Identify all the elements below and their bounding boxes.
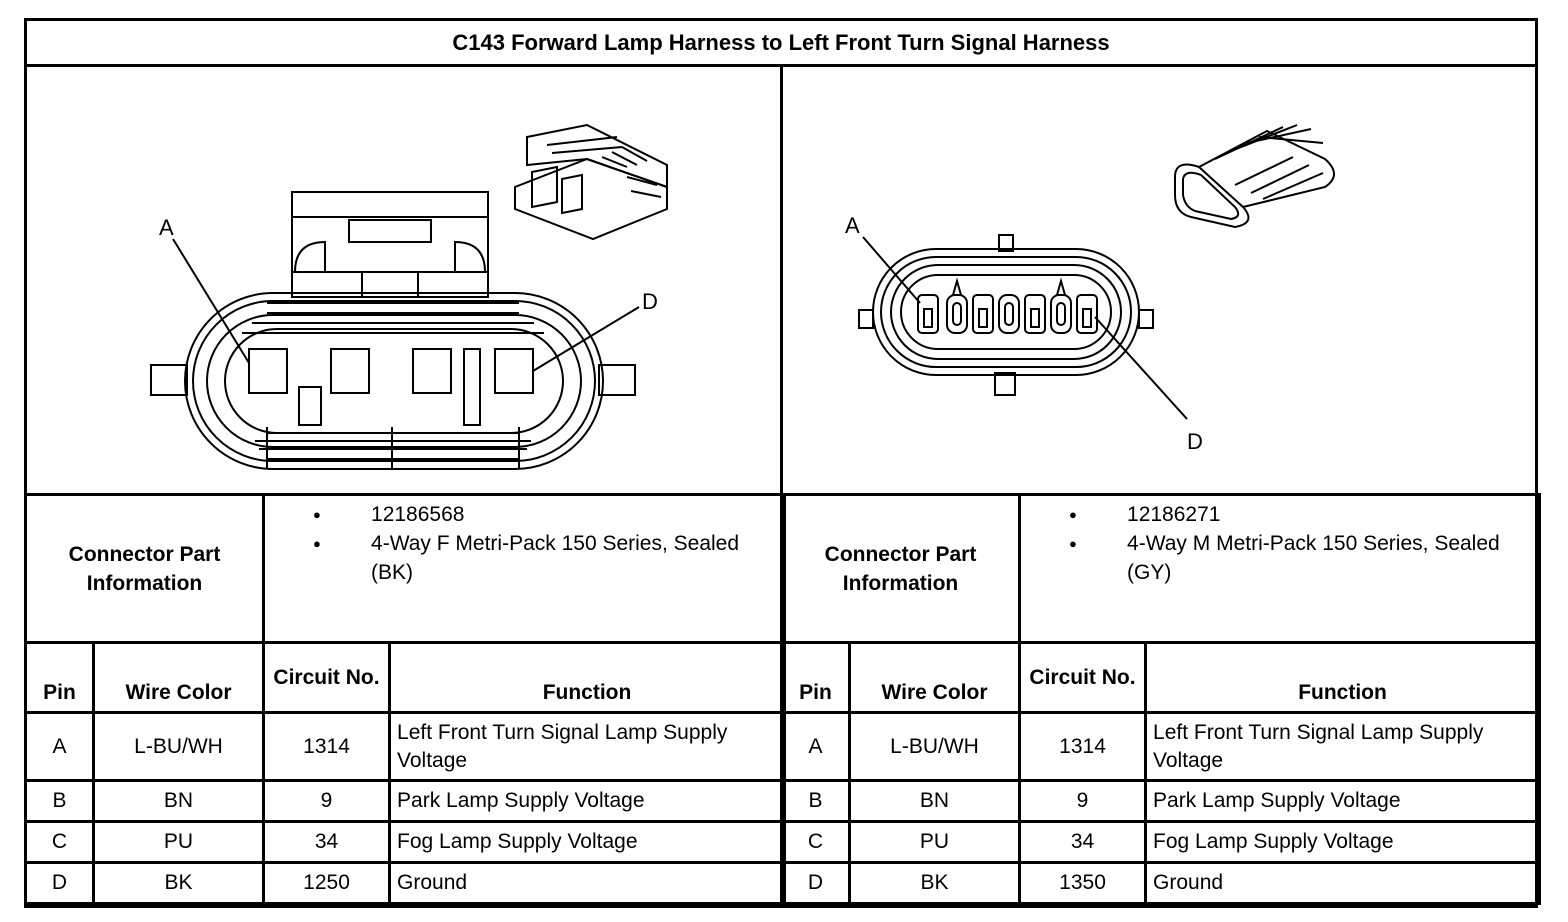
pin-cell: B (24, 779, 95, 823)
leader-line-d (1094, 316, 1188, 420)
wire-color-cell: L-BU/WH (847, 711, 1022, 782)
circuit-cell: 9 (262, 779, 392, 823)
connector-part-info: 12186271 4-Way M Metri-Pack 150 Series, … (1018, 493, 1542, 644)
circuit-cell: 1250 (262, 861, 392, 905)
pin-cell: B (780, 779, 851, 823)
header-row: Pin Wire Color Circuit No. Function (780, 641, 1542, 714)
right-connector-diagram: A D (783, 67, 1535, 496)
table-row: B BN 9 Park Lamp Supply Voltage (24, 779, 787, 823)
circuit-header: Circuit No. (1018, 641, 1148, 714)
circuit-header: Circuit No. (262, 641, 392, 714)
cavity-d (494, 348, 534, 394)
wire-color-cell: BK (847, 861, 1022, 905)
header-row: Pin Wire Color Circuit No. Function (24, 641, 787, 714)
pin-cell: A (24, 711, 95, 782)
leader-line-a (172, 238, 250, 364)
wire-color-cell: PU (847, 820, 1022, 864)
connector-3d-view (1174, 124, 1335, 229)
pin-header: Pin (24, 641, 95, 714)
table-row: C PU 34 Fog Lamp Supply Voltage (780, 820, 1542, 864)
wire-color-cell: L-BU/WH (91, 711, 266, 782)
table-row: D BK 1350 Ground (780, 861, 1542, 905)
function-cell: Left Front Turn Signal Lamp Supply Volta… (1144, 711, 1542, 782)
left-connector-diagram: A D (27, 67, 783, 496)
connector-info-row: Connector Part Information 12186568 4-Wa… (23, 493, 787, 644)
right-side-tab (598, 364, 636, 396)
cavity-b (330, 348, 370, 394)
cavity-c (412, 348, 452, 394)
pin-cell: C (780, 820, 851, 864)
pin-a-label: A (845, 213, 860, 238)
pin-d-label: D (1187, 429, 1203, 454)
wire-color-header: Wire Color (91, 641, 266, 714)
latch-housing (291, 191, 489, 298)
latch-window (348, 219, 432, 243)
page-title: C143 Forward Lamp Harness to Left Front … (27, 21, 1535, 67)
pin-cell: C (24, 820, 95, 864)
function-cell: Ground (388, 861, 787, 905)
pin-a-terminal (917, 294, 939, 334)
function-cell: Park Lamp Supply Voltage (1144, 779, 1542, 823)
left-side-tab (150, 364, 188, 396)
top-key (998, 234, 1014, 252)
circuit-cell: 1314 (262, 711, 392, 782)
leader-line-a (862, 236, 921, 304)
connector-body-outer (872, 248, 1140, 376)
circuit-cell: 1350 (1018, 861, 1148, 905)
female-connector-drawing: A D (150, 123, 668, 470)
table-row: C PU 34 Fog Lamp Supply Voltage (24, 820, 787, 864)
function-cell: Fog Lamp Supply Voltage (1144, 820, 1542, 864)
pin-cell: A (780, 711, 851, 782)
table-row: A L-BU/WH 1314 Left Front Turn Signal La… (24, 711, 787, 782)
table-row: D BK 1250 Ground (24, 861, 787, 905)
circuit-cell: 9 (1018, 779, 1148, 823)
wire-color-cell: PU (91, 820, 266, 864)
wire-color-header: Wire Color (847, 641, 1022, 714)
connector-3d-view (514, 123, 668, 241)
table-row: A L-BU/WH 1314 Left Front Turn Signal La… (780, 711, 1542, 782)
connector-part-info-label: Connector Part Information (779, 493, 1022, 644)
part-description: 4-Way F Metri-Pack 150 Series, Sealed (B… (313, 529, 783, 587)
connector-sheet: C143 Forward Lamp Harness to Left Front … (23, 18, 1542, 908)
pin-d-label: D (642, 289, 658, 314)
function-header: Function (1144, 641, 1542, 714)
function-cell: Park Lamp Supply Voltage (388, 779, 787, 823)
male-pin-row (917, 277, 1098, 334)
function-cell: Ground (1144, 861, 1542, 905)
function-cell: Fog Lamp Supply Voltage (388, 820, 787, 864)
wire-color-cell: BK (91, 861, 266, 905)
cavity-a (248, 348, 288, 394)
male-connector-drawing: A D (845, 124, 1335, 454)
pin-header: Pin (780, 641, 851, 714)
table-row: B BN 9 Park Lamp Supply Voltage (780, 779, 1542, 823)
function-cell: Left Front Turn Signal Lamp Supply Volta… (388, 711, 787, 782)
pin-a-label: A (159, 215, 174, 240)
pin-d-terminal (1076, 294, 1098, 334)
part-number: 12186271 (1069, 500, 1538, 529)
wire-color-cell: BN (847, 779, 1022, 823)
circuit-cell: 34 (262, 820, 392, 864)
wire-color-cell: BN (91, 779, 266, 823)
connector-info-row: Connector Part Information 12186271 4-Wa… (779, 493, 1542, 644)
left-pinout-table: Connector Part Information 12186568 4-Wa… (23, 493, 787, 905)
part-description: 4-Way M Metri-Pack 150 Series, Sealed (G… (1069, 529, 1538, 587)
circuit-cell: 1314 (1018, 711, 1148, 782)
connector-part-info-label: Connector Part Information (23, 493, 266, 644)
part-number: 12186568 (313, 500, 783, 529)
circuit-cell: 34 (1018, 820, 1148, 864)
pin-cell: D (780, 861, 851, 905)
pin-cell: D (24, 861, 95, 905)
connector-part-info: 12186568 4-Way F Metri-Pack 150 Series, … (262, 493, 787, 644)
bottom-key (994, 372, 1016, 396)
connector-body-outer (184, 292, 604, 470)
right-pinout-table: Connector Part Information 12186271 4-Wa… (779, 493, 1542, 905)
leader-line-d (532, 306, 640, 372)
function-header: Function (388, 641, 787, 714)
